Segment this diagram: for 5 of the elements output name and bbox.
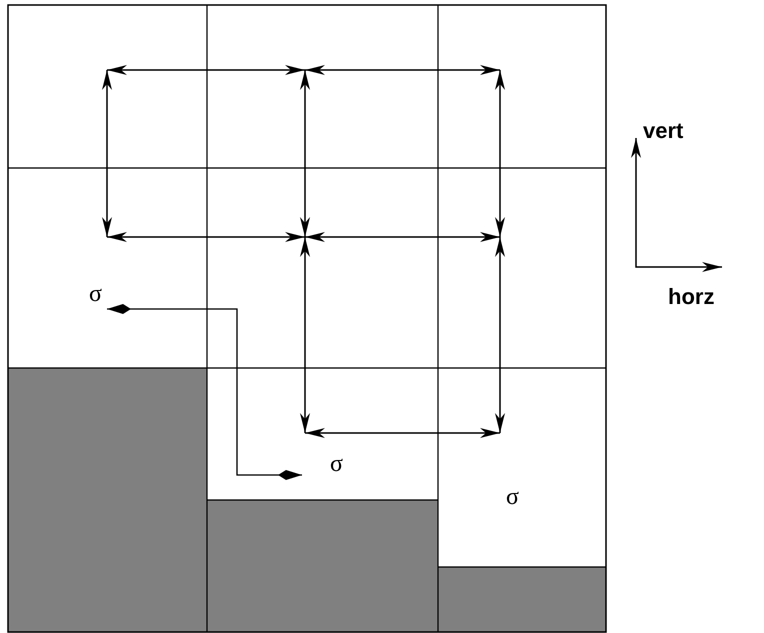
- axis-label: horz: [668, 286, 714, 308]
- axis-label: vert: [643, 120, 684, 142]
- symbol-label: σ: [89, 282, 102, 306]
- symbol-label: σ: [506, 485, 519, 509]
- symbol-label: σ: [330, 452, 343, 476]
